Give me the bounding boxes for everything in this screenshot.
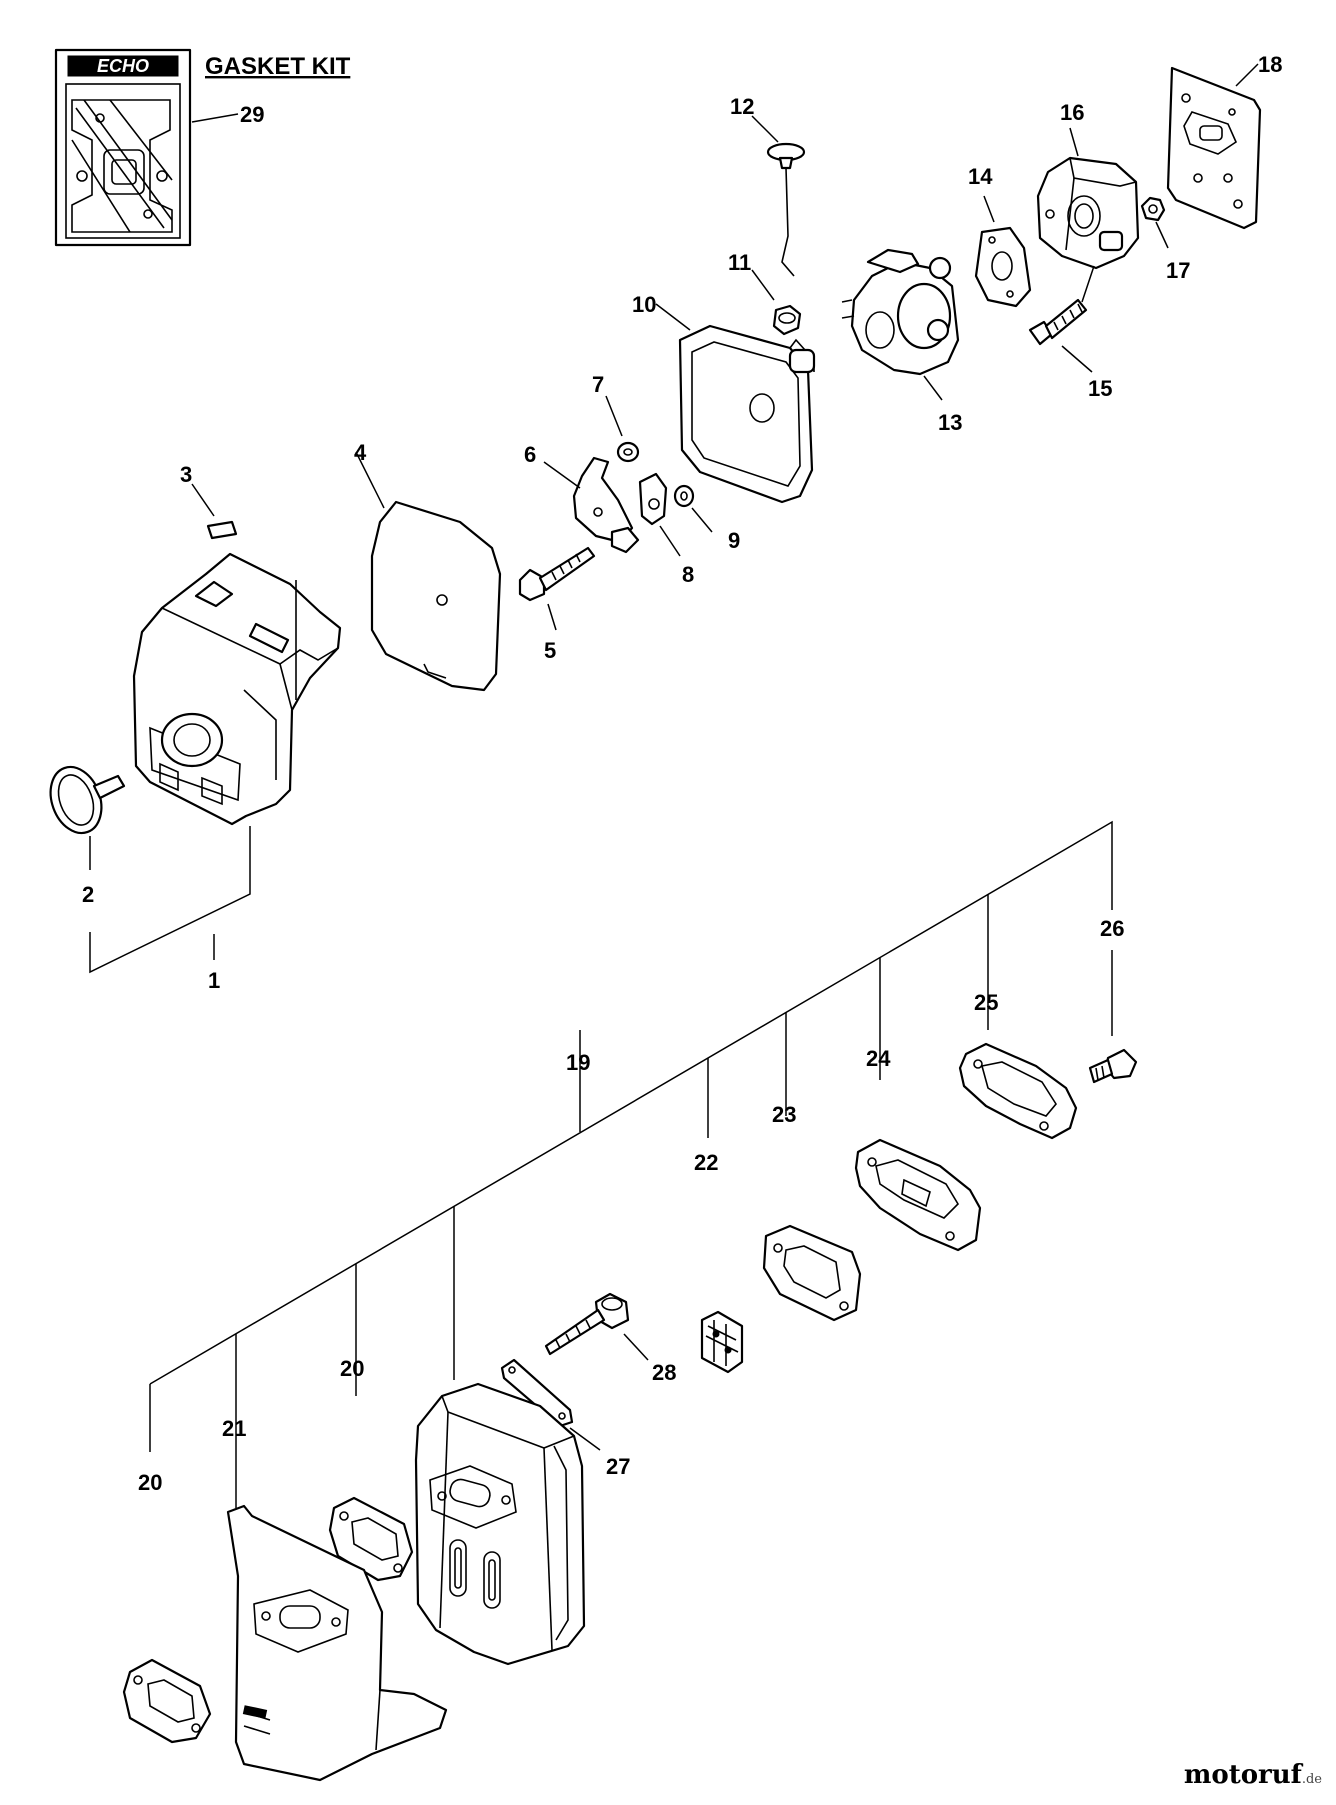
label-22: 22	[694, 1150, 718, 1175]
part-23-gasket	[762, 1224, 862, 1322]
label-6: 6	[524, 442, 536, 467]
kit-brand-logo: ECHO	[97, 56, 149, 76]
label-19: 19	[566, 1050, 590, 1075]
part-14-carb-gasket	[974, 226, 1032, 308]
label-14: 14	[968, 164, 993, 189]
label-15: 15	[1088, 376, 1112, 401]
part-18-gasket	[1166, 66, 1262, 230]
part-8-choke-plate	[638, 472, 668, 526]
part-19-muffler	[414, 1382, 586, 1666]
part-2-knob	[49, 765, 126, 835]
part-7-washer	[616, 441, 640, 463]
part-10-air-cleaner-case	[678, 324, 816, 504]
part-22-spark-screen	[700, 1310, 744, 1374]
label-26: 26	[1100, 916, 1124, 941]
part-3-label-plate	[206, 520, 238, 540]
part-24-gasket	[854, 1138, 982, 1252]
part-25-gasket	[958, 1042, 1078, 1140]
part-11-grommet	[772, 304, 802, 336]
part-21-heat-shield	[226, 1504, 448, 1782]
label-20-left: 20	[138, 1470, 162, 1495]
label-21: 21	[222, 1416, 246, 1441]
label-7: 7	[592, 372, 604, 397]
part-27-plate	[500, 1358, 574, 1428]
label-12: 12	[730, 94, 754, 119]
label-27: 27	[606, 1454, 630, 1479]
watermark: motoruf.de	[1184, 1760, 1322, 1790]
part-26-bolt	[1088, 1048, 1138, 1084]
label-9: 9	[728, 528, 740, 553]
label-13: 13	[938, 410, 962, 435]
label-24: 24	[866, 1046, 891, 1071]
part-1-air-cleaner-cover	[132, 552, 342, 826]
part-13-carburetor	[841, 248, 960, 376]
label-1: 1	[208, 968, 220, 993]
part-20-gasket-left	[122, 1658, 212, 1744]
label-28: 28	[652, 1360, 676, 1385]
part-5-bolt	[518, 546, 596, 602]
kit-title: GASKET KIT	[205, 53, 351, 80]
label-20-right: 20	[340, 1356, 364, 1381]
label-8: 8	[682, 562, 694, 587]
part-16-insulator	[1036, 156, 1140, 270]
label-5: 5	[544, 638, 556, 663]
part-9-washer	[673, 484, 695, 508]
label-3: 3	[180, 462, 192, 487]
label-25: 25	[974, 990, 998, 1015]
muffler-assembly-leader	[149, 820, 1113, 1508]
part-28-bolt	[544, 1292, 630, 1356]
label-18: 18	[1258, 52, 1282, 77]
label-29: 29	[240, 102, 264, 127]
label-16: 16	[1060, 100, 1084, 125]
part-20-gasket-right	[328, 1496, 414, 1582]
label-4: 4	[354, 440, 367, 465]
label-10: 10	[632, 292, 656, 317]
watermark-text: motoruf	[1183, 1760, 1302, 1790]
gasket-kit-box: ECHO	[54, 48, 192, 247]
part-6-bracket	[572, 456, 640, 554]
part-15-bolt	[1028, 298, 1088, 346]
label-23: 23	[772, 1102, 796, 1127]
part-12-choke-rod	[766, 142, 806, 277]
watermark-suffix: .de	[1301, 1772, 1322, 1787]
part-4-air-filter	[370, 500, 502, 692]
label-17: 17	[1166, 258, 1190, 283]
label-11: 11	[728, 250, 751, 275]
label-2: 2	[82, 882, 94, 907]
part-17-nut	[1140, 196, 1166, 222]
